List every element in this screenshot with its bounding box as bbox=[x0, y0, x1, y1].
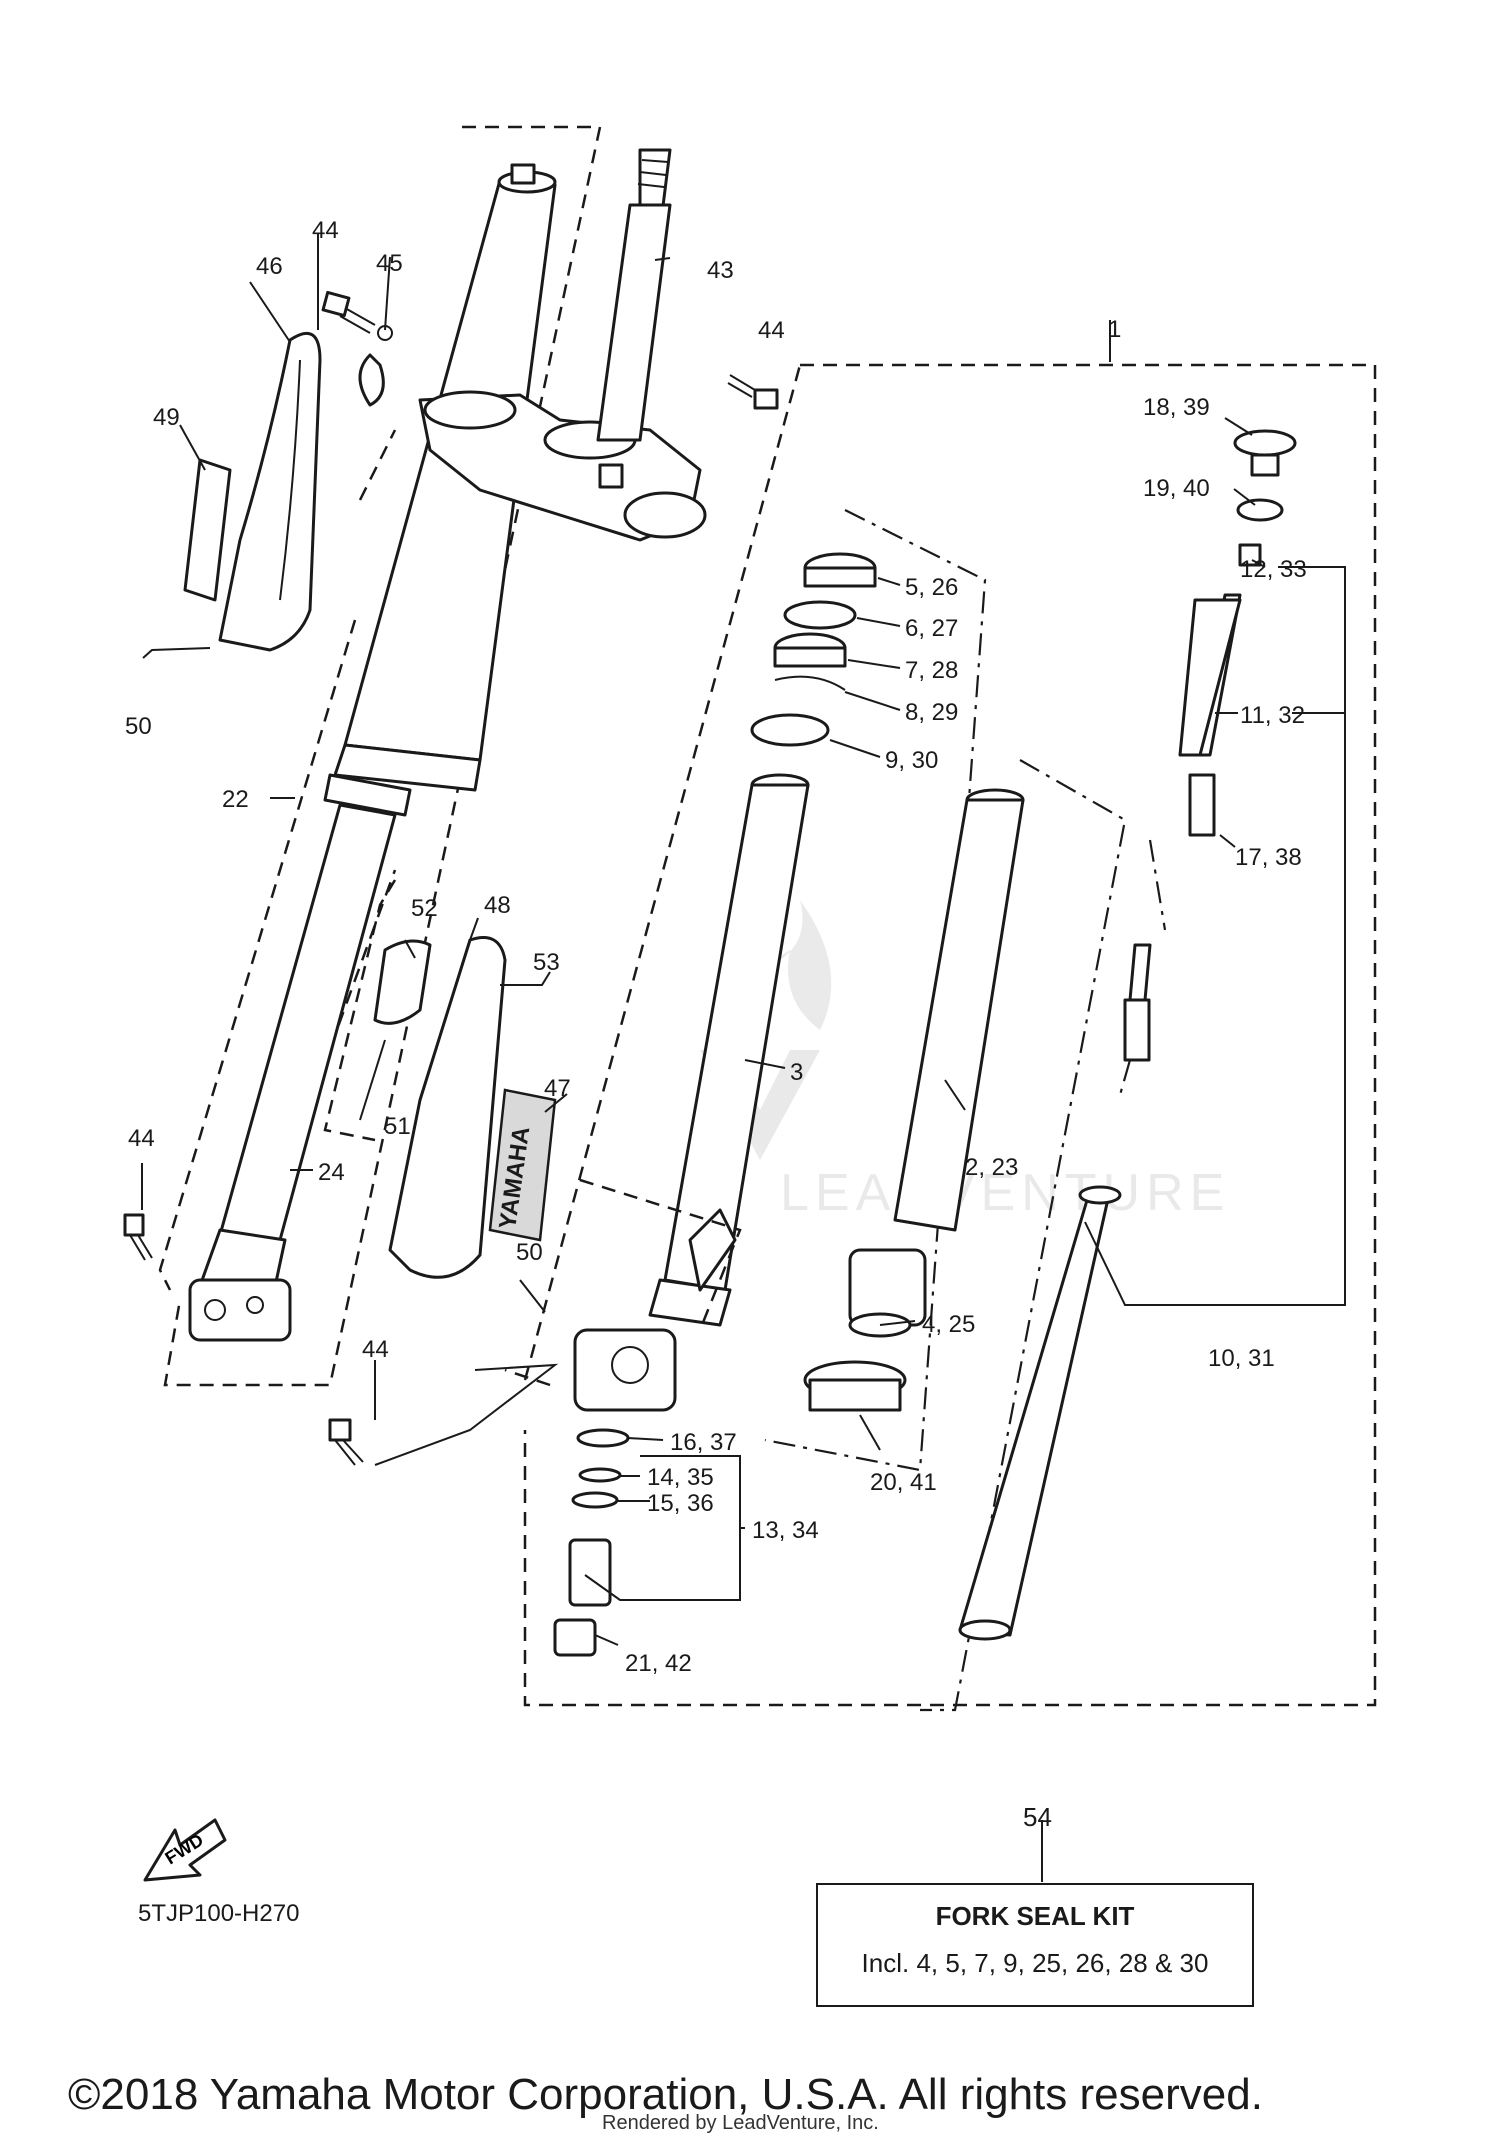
guard-sticker bbox=[183, 458, 232, 602]
fork-guard-lower: YAMAHA bbox=[388, 936, 557, 1279]
callout-17: 17, 38 bbox=[1235, 844, 1302, 871]
steering-stem bbox=[596, 148, 672, 442]
callout-51: 51 bbox=[384, 1113, 411, 1140]
callout-8: 8, 29 bbox=[905, 699, 958, 726]
cable-clamp bbox=[358, 325, 393, 407]
inner-tube-link bbox=[374, 1363, 559, 1466]
callout-19: 19, 40 bbox=[1143, 475, 1210, 502]
bolt-left-lower bbox=[123, 1213, 153, 1261]
fork-guard-upper bbox=[218, 331, 322, 652]
callout-14: 14, 35 bbox=[647, 1464, 714, 1491]
left-fork-dashed-frame bbox=[163, 125, 602, 1387]
callout-48: 48 bbox=[484, 892, 511, 919]
leader-lines bbox=[141, 233, 1346, 1882]
bolt-top-left bbox=[321, 290, 376, 334]
callout-9: 9, 30 bbox=[885, 747, 938, 774]
callout-3: 3 bbox=[790, 1059, 803, 1086]
fork-seal-kit-box: FORK SEAL KIT Incl. 4, 5, 7, 9, 25, 26, … bbox=[816, 1883, 1254, 2007]
callout-52: 52 bbox=[411, 895, 438, 922]
callout-18: 18, 39 bbox=[1143, 394, 1210, 421]
callout-24: 24 bbox=[318, 1159, 345, 1186]
rendered-by-notice: Rendered by LeadVenture, Inc. bbox=[602, 2112, 879, 2134]
callout-21: 21, 42 bbox=[625, 1650, 692, 1677]
bolt-bottom bbox=[328, 1418, 364, 1466]
seal-stack bbox=[750, 552, 877, 747]
fwd-arrow-icon: FWD bbox=[143, 1818, 227, 1882]
callout-49: 49 bbox=[153, 404, 180, 431]
callout-43: 43 bbox=[707, 257, 734, 284]
callout-2: 2, 23 bbox=[965, 1154, 1018, 1181]
callout-16: 16, 37 bbox=[670, 1429, 737, 1456]
callout-12: 12, 33 bbox=[1240, 556, 1307, 583]
callout-45: 45 bbox=[376, 250, 403, 277]
callout-13: 13, 34 bbox=[752, 1517, 819, 1544]
outer-tube-chain bbox=[920, 759, 1127, 1712]
yamaha-decal bbox=[488, 1088, 557, 1242]
callout-44-bottom: 44 bbox=[362, 1336, 389, 1363]
svg-text:LEADVENTURE: LEADVENTURE bbox=[780, 1164, 1230, 1222]
left-fork-dashed-inner bbox=[313, 429, 397, 1091]
left-fork-outer-tube bbox=[188, 163, 557, 1342]
guard-dashed-frame bbox=[158, 619, 397, 1291]
outer-tube bbox=[803, 788, 1025, 1412]
inner-tube bbox=[573, 773, 810, 1412]
fork-seal-kit-number: 54 bbox=[1023, 1802, 1052, 1832]
damper-rod-assembly bbox=[958, 593, 1242, 1641]
callout-50-upper: 50 bbox=[125, 713, 152, 740]
assembly-1-dashed-frame bbox=[523, 363, 1377, 1707]
callout-numbers: 1 2, 23 3 4, 25 5, 26 6, 27 7, 28 8, 29 … bbox=[125, 217, 1307, 1677]
callout-22: 22 bbox=[222, 786, 249, 813]
callout-47: 47 bbox=[544, 1075, 571, 1102]
callout-15: 15, 36 bbox=[647, 1490, 714, 1517]
callout-6: 6, 27 bbox=[905, 615, 958, 642]
fork-seal-kit-title: FORK SEAL KIT bbox=[935, 1901, 1135, 1931]
callout-44-top-right: 44 bbox=[758, 317, 785, 344]
callout-50-lower: 50 bbox=[516, 1239, 543, 1266]
callout-44-top-left: 44 bbox=[312, 217, 339, 244]
callout-7: 7, 28 bbox=[905, 657, 958, 684]
diagram-code: 5TJP100-H270 bbox=[138, 1900, 300, 1927]
callout-20: 20, 41 bbox=[870, 1469, 937, 1496]
callout-46: 46 bbox=[256, 253, 283, 280]
callout-10: 10, 31 bbox=[1208, 1345, 1275, 1372]
callout-1: 1 bbox=[1108, 316, 1121, 343]
bolt-top-right bbox=[727, 374, 779, 410]
copyright-notice: ©2018 Yamaha Motor Corporation, U.S.A. A… bbox=[68, 2070, 1263, 2119]
base-valve-parts bbox=[553, 1428, 630, 1657]
callout-4: 4, 25 bbox=[922, 1311, 975, 1338]
inner-tube-dashed-frame bbox=[504, 1178, 742, 1387]
damper-chain bbox=[1118, 839, 1167, 1096]
callout-11: 11, 32 bbox=[1240, 702, 1305, 729]
callout-44-left: 44 bbox=[128, 1125, 155, 1152]
brake-hose-guide bbox=[373, 939, 432, 1025]
callout-5: 5, 26 bbox=[905, 574, 958, 601]
cap-bolt bbox=[1233, 429, 1297, 567]
fork-seal-kit-includes: Incl. 4, 5, 7, 9, 25, 26, 28 & 30 bbox=[861, 1948, 1209, 1978]
callout-53: 53 bbox=[533, 949, 560, 976]
